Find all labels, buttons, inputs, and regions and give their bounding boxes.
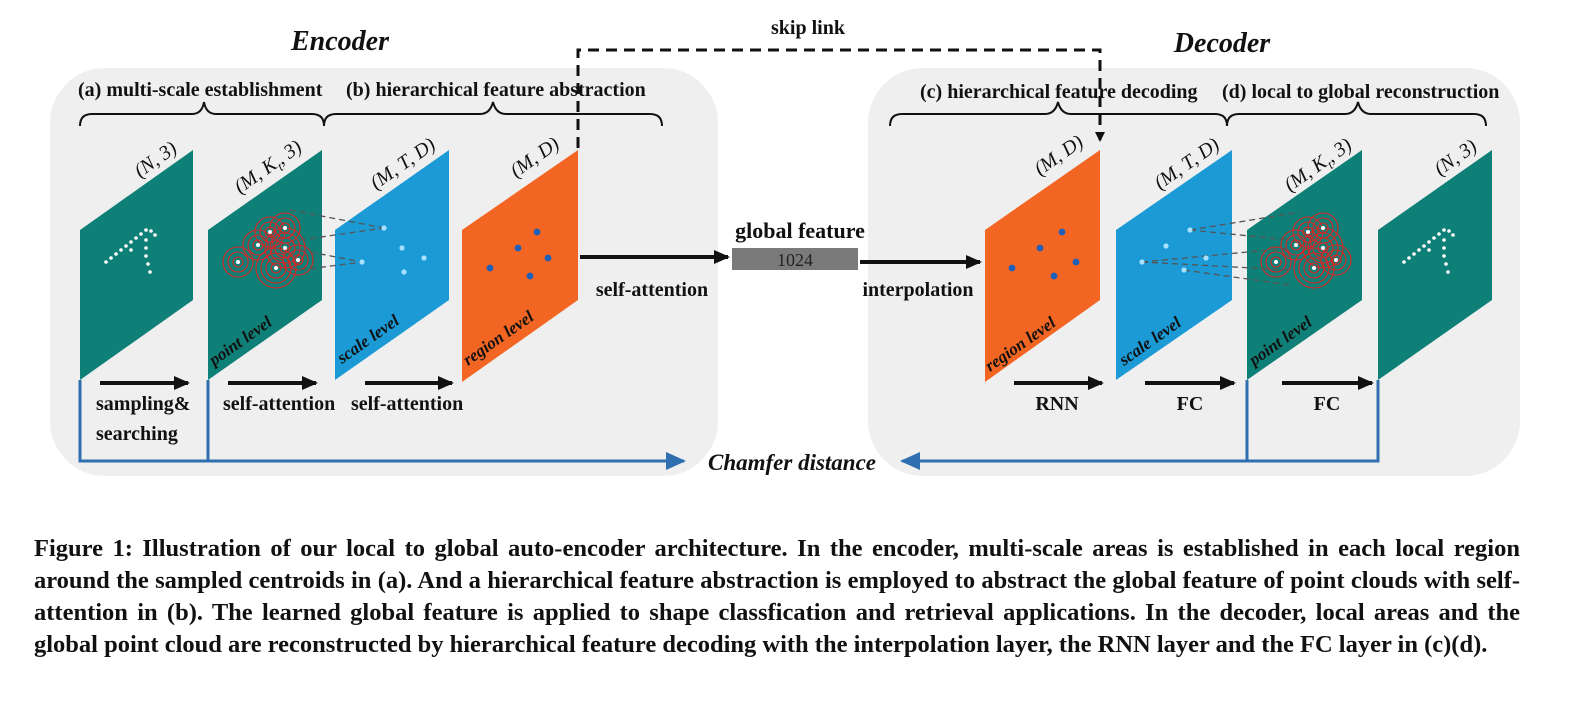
decoder-region-dots [1008,228,1080,280]
section-b-label: (b) hierarchical feature abstraction [346,79,646,101]
encoder-plane-scale [335,150,449,380]
decoder-plane-output [1378,150,1492,380]
decoder-title: Decoder [1173,28,1272,59]
global-feature-label: global feature [735,218,865,243]
encoder-plane-point [208,150,322,380]
decoder-scale-dots [1139,227,1209,273]
encoder-title: Encoder [290,26,390,57]
encoder-scale-dots [359,225,427,275]
self-attention-mid-label: self-attention [596,279,708,301]
decoder-plane-region [985,150,1100,382]
architecture-diagram: Encoder Decoder (a) multi-scale establis… [50,17,1520,476]
encoder-input-points [104,228,157,274]
encoder-scale-connectors [289,209,385,271]
section-a-label: (a) multi-scale establishment [78,79,323,101]
decoder-op-rnn: RNN [1035,393,1079,415]
encoder-centroids [236,226,300,270]
global-feature-bar [732,248,858,270]
encoder-plane-region [462,150,578,382]
decoder-plane-scale [1116,150,1232,380]
skip-link-label: skip link [771,17,846,39]
chamfer-lines [78,380,1380,470]
decoder-multiscale-circles [1260,212,1352,289]
decoder-op-fc-2: FC [1314,393,1341,415]
interpolation-label: interpolation [862,279,973,301]
encoder-op-self-attention-2: self-attention [351,393,463,415]
encoder-region-dots [486,228,552,280]
encoder-plane-input [80,150,193,380]
section-d-label: (d) local to global reconstruction [1222,81,1499,103]
encoder-multiscale-circles [222,212,314,289]
decoder-centroids [1274,226,1338,270]
decoder-scale-connectors [1141,211,1301,286]
global-feature-size: 1024 [777,250,813,270]
braces [79,101,1487,127]
figure-caption: Figure 1: Illustration of our local to g… [34,535,1520,658]
encoder-op-sampling: sampling& [96,393,190,415]
section-c-label: (c) hierarchical feature decoding [920,81,1198,103]
decoder-op-fc-1: FC [1177,393,1204,415]
encoder-op-searching: searching [96,423,178,445]
chamfer-distance-label: Chamfer distance [708,450,876,475]
decoder-output-points [1402,228,1455,274]
encoder-op-self-attention-1: self-attention [223,393,335,415]
